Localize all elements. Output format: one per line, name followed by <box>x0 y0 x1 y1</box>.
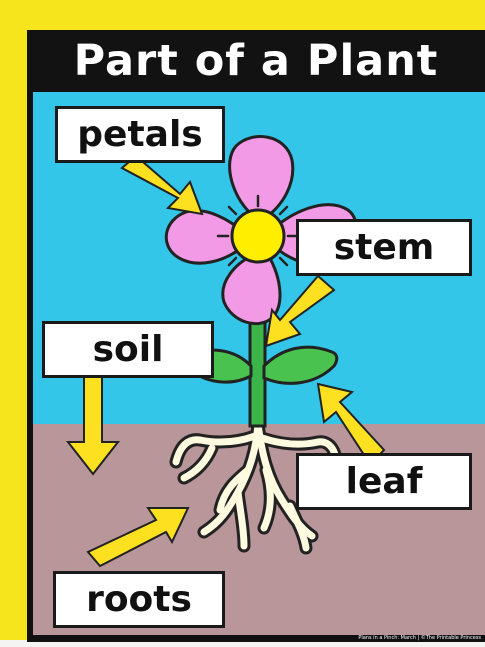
label-soil: soil <box>42 321 214 378</box>
label-stem: stem <box>296 219 472 276</box>
credit-text: Plans in a Pinch: March | ©The Printable… <box>358 635 481 641</box>
label-roots: roots <box>53 571 225 628</box>
arrow-roots <box>88 508 188 566</box>
label-leaf: leaf <box>296 453 472 510</box>
arrow-petals <box>122 156 202 214</box>
flower-center-illustration <box>232 210 284 262</box>
right-leaf-illustration <box>264 347 337 383</box>
arrow-soil <box>68 376 118 474</box>
label-petals: petals <box>55 106 225 163</box>
